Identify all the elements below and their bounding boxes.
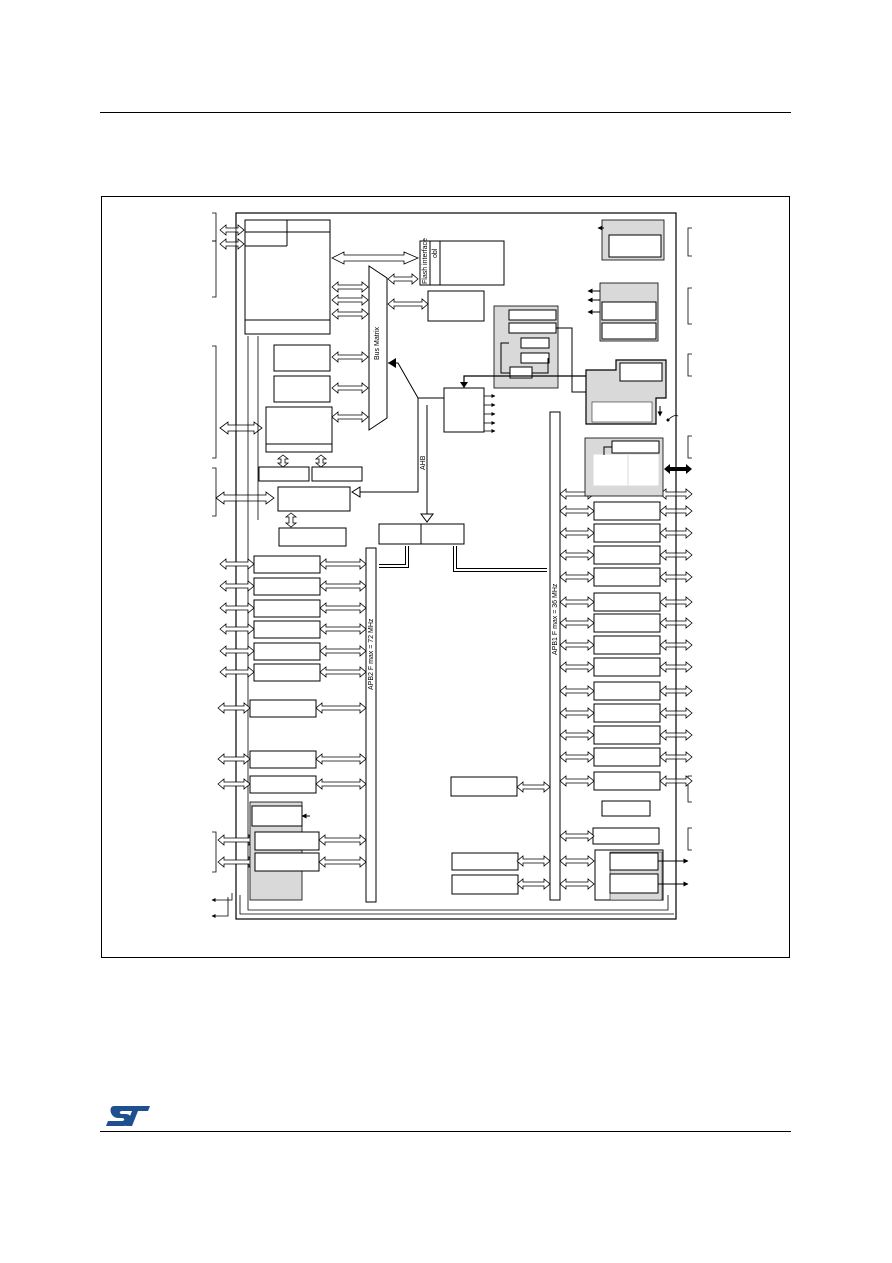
- apb2-pin-arrow: [219, 623, 255, 635]
- timer-output-block: [594, 849, 689, 901]
- ahb-down-arrow: [420, 513, 434, 523]
- cpu-pin-arrows: [219, 224, 245, 250]
- apb2-bus-arrow: [315, 753, 367, 765]
- adc-block: [249, 801, 320, 901]
- bridge2-link-inner: [379, 546, 408, 567]
- apb1-bus-arrow: [559, 775, 595, 787]
- rtc-backup-blocks: [587, 219, 665, 342]
- dma-blocks: [265, 344, 333, 453]
- cpu-flash-arrow: [331, 251, 420, 265]
- apb2-bus-arrow: [318, 856, 367, 868]
- bus-matrix: [368, 265, 388, 431]
- bridge2-link: [379, 546, 409, 568]
- sdio-sub-block: [278, 527, 347, 547]
- cpu-busmatrix-arrows: [331, 273, 429, 320]
- cpu-core-block: [244, 219, 331, 335]
- flash-interface-label: Flash interface: [422, 238, 429, 284]
- apb2-bus-arrow: [318, 834, 367, 846]
- header-rule: [100, 112, 791, 113]
- apb1-bus-arrow: [559, 751, 595, 763]
- apb1-bus-arrow: [559, 639, 595, 651]
- flash-obl-label: obl: [432, 248, 439, 258]
- bus-matrix-label: Bus Matrix: [374, 326, 381, 360]
- apb1-bus-arrow: [559, 571, 595, 583]
- busmatrix-to-rcc-line: [388, 362, 444, 399]
- apb1-bus-arrow: [559, 505, 595, 517]
- apb2-peripherals: [249, 555, 321, 794]
- apb1-bus-arrow: [559, 549, 595, 561]
- apb1-bus-arrow: [559, 878, 595, 890]
- apb2-bus-arrow: [319, 602, 367, 614]
- bottom-loop-lines: [211, 893, 674, 918]
- apb1-bus: [549, 411, 561, 901]
- apb1-bus-arrow: [559, 707, 595, 719]
- rcc-output-arrows: [484, 394, 496, 433]
- apb1-label: APB1 F max = 36 MHz: [552, 583, 559, 655]
- apb2-pin-arrow: [219, 602, 255, 614]
- apb2-bus-arrow: [315, 702, 367, 714]
- apb2-bus-arrow: [319, 558, 367, 570]
- apb1-bus-arrow: [559, 596, 595, 608]
- sram-block: [427, 290, 485, 322]
- ahb-label: AHB: [420, 455, 427, 470]
- apb2-bus-arrow: [319, 623, 367, 635]
- clock-tree-block: [460, 305, 600, 393]
- dma-busmatrix-arrows: [219, 351, 369, 435]
- apb1-left-peripherals: [450, 776, 519, 895]
- apb1-left-arrow: [516, 781, 551, 793]
- right-brackets: [687, 227, 692, 851]
- apb1-left-arrow: [516, 855, 551, 867]
- apb2-bus-arrow: [319, 666, 367, 678]
- sdio-vertical-arrow: [284, 512, 298, 528]
- apb2-pin-arrow: [217, 753, 251, 765]
- st-logo-icon: [106, 1106, 150, 1126]
- apb2-pin-arrow: [219, 580, 255, 592]
- dma-channel-blocks: [258, 466, 363, 482]
- apb2-arrows: [217, 558, 367, 868]
- apb1-bus-arrow: [559, 527, 595, 539]
- bridge1-link: [453, 546, 547, 572]
- apb2-pin-arrow: [219, 645, 255, 657]
- apb2-pin-arrow: [219, 558, 255, 570]
- apb1-bus-arrow: [559, 830, 595, 842]
- apb2-bus-arrow: [319, 645, 367, 657]
- apb1-peripherals: [592, 501, 661, 845]
- left-brackets: [212, 212, 217, 873]
- apb2-pin-arrow: [217, 778, 251, 790]
- apb1-bus-arrow: [559, 729, 595, 741]
- figure-frame: [101, 196, 790, 958]
- apb2-bus: [365, 547, 377, 903]
- apb2-pin-arrow: [217, 702, 251, 714]
- backup-domain-block: [584, 437, 692, 497]
- rcc-block: [443, 387, 485, 433]
- dma-vertical-arrows: [276, 454, 328, 468]
- sdio-block: [277, 486, 351, 512]
- ahb-to-sdio-line: [356, 398, 419, 493]
- ahb-sdio-arrowhead: [351, 486, 361, 498]
- apb1-bus-arrow: [559, 617, 595, 629]
- apb1-left-arrow: [516, 878, 551, 890]
- apb2-bus-arrow: [315, 778, 367, 790]
- apb2-pin-arrow: [219, 666, 255, 678]
- apb1-bus-arrow: [559, 855, 595, 867]
- ahb-arrowhead: [388, 358, 396, 368]
- apb1-bus-arrow: [559, 661, 595, 673]
- power-reset-block: [585, 359, 679, 425]
- apb2-label: APB2 F max = 72 MHz: [368, 618, 375, 690]
- bridge1-link-inner: [454, 546, 547, 571]
- apb2-bus-arrow: [319, 580, 367, 592]
- apb1-bus-arrow: [559, 685, 595, 697]
- footer-rule: [100, 1131, 791, 1132]
- sdio-pin-arrow: [215, 491, 275, 505]
- flash-block: Flash interface obl: [419, 238, 505, 286]
